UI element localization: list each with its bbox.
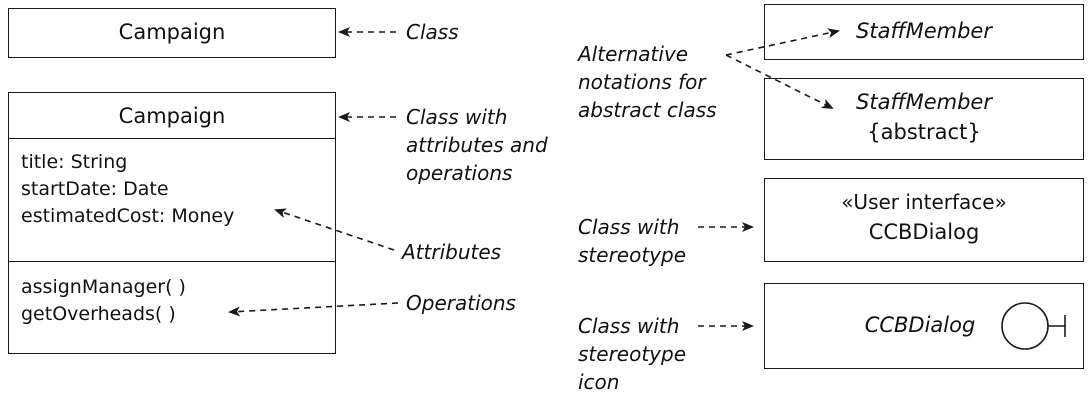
- operation: assignManager( ): [21, 276, 186, 298]
- class-box-staffmember-italic: StaffMember: [764, 4, 1084, 60]
- note-class-with-attributes-operations: Class with attributes and operations: [406, 105, 548, 185]
- class-box-campaign-simple: Campaign: [8, 8, 336, 58]
- class-box-staffmember-tagged: StaffMember {abstract}: [764, 78, 1084, 160]
- class-name-abstract: StaffMember: [856, 90, 992, 114]
- arrow-operations: [228, 302, 399, 317]
- attribute: startDate: Date: [21, 178, 169, 200]
- stereotype-label: «User interface»: [841, 190, 1007, 214]
- class-name: Campaign: [118, 20, 226, 44]
- abstract-tag: {abstract}: [867, 120, 981, 144]
- class-name-abstract: StaffMember: [856, 19, 992, 43]
- class-name: CCBDialog: [868, 220, 980, 244]
- attributes-compartment: title: String startDate: Date estimatedC…: [9, 139, 335, 262]
- attribute: estimatedCost: Money: [21, 205, 235, 227]
- note-alternative-notations: Alternative notations for abstract class: [578, 42, 717, 122]
- attribute: title: String: [21, 151, 128, 173]
- note-class-with-stereotype-icon: Class with stereotype icon: [578, 314, 687, 394]
- class-box-ccbdialog-icon: CCBDialog: [764, 283, 1084, 369]
- arrow-attributes: [274, 208, 395, 251]
- class-box-campaign-detailed: Campaign title: String startDate: Date e…: [8, 92, 336, 354]
- operations-compartment: assignManager( ) getOverheads( ): [9, 262, 335, 328]
- arrow-abstract-tagged: [725, 54, 834, 109]
- boundary-icon: [1001, 302, 1066, 350]
- operation: getOverheads( ): [21, 303, 176, 325]
- arrow-abstract-italic: [725, 28, 840, 56]
- note-class: Class: [406, 20, 459, 44]
- class-name: CCBDialog: [864, 313, 976, 337]
- class-box-ccbdialog-stereotype: «User interface» CCBDialog: [764, 178, 1084, 262]
- note-class-with-stereotype: Class with stereotype: [578, 215, 687, 267]
- note-operations: Operations: [406, 291, 516, 315]
- note-attributes: Attributes: [402, 240, 502, 264]
- class-name: Campaign: [9, 93, 335, 139]
